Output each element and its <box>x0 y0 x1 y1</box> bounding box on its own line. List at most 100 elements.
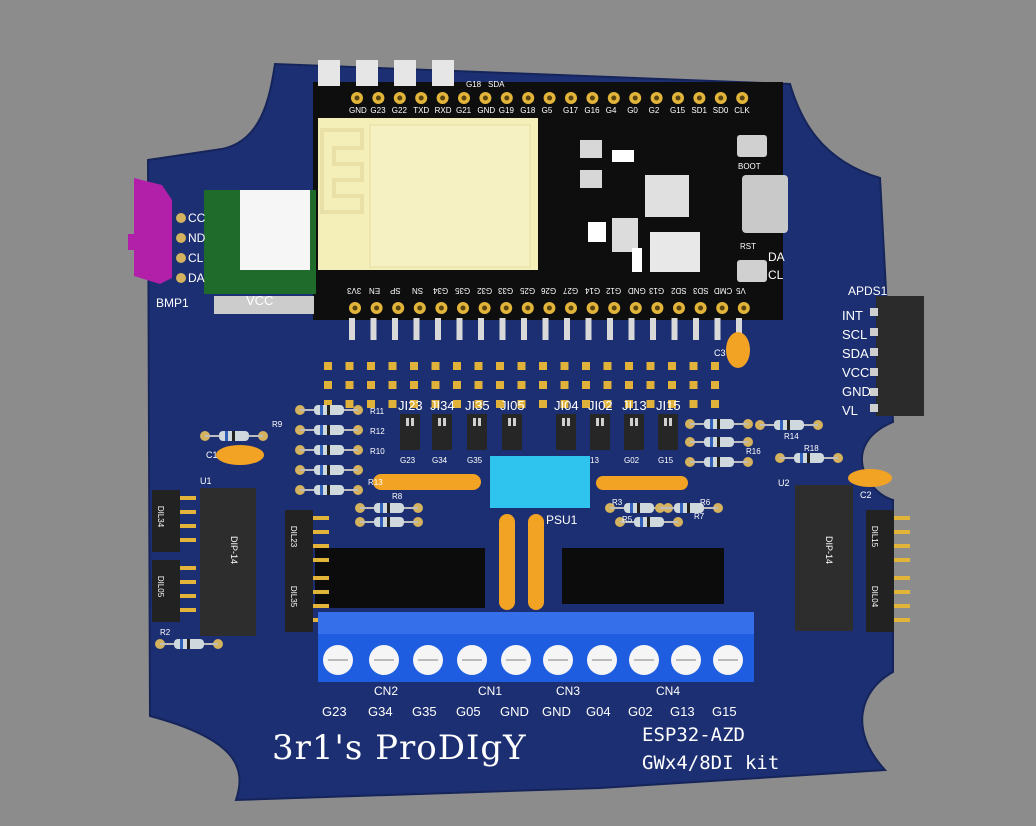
cap-c2-label: C2 <box>860 490 872 500</box>
esp32-bottom-pin-label: G26 <box>541 286 557 295</box>
jumper-pin <box>438 418 441 426</box>
jumper-cap <box>624 414 644 450</box>
esp32-top-pin-label: G2 <box>648 106 660 115</box>
header-pad <box>560 400 569 408</box>
header-pad <box>517 362 526 370</box>
header-pad <box>711 362 719 370</box>
terminal-label: G05 <box>456 704 481 719</box>
jumper-pin <box>513 418 516 426</box>
resistor-label: R16 <box>746 447 761 456</box>
resistor-label: R18 <box>804 444 819 453</box>
ic-u2-label: U2 <box>778 478 790 488</box>
esp32-bottom-pin-label: SP <box>390 286 401 295</box>
resistor-band <box>320 465 323 475</box>
esp32-top-pin-label: G16 <box>584 106 600 115</box>
terminal-label: G13 <box>670 704 695 719</box>
resistor-label: R2 <box>160 628 171 637</box>
dil-switch-body <box>152 560 180 622</box>
ic-u2-body <box>795 485 853 631</box>
esp32-top-pin-label: RXD <box>434 106 452 115</box>
jumper-cap <box>658 414 678 450</box>
header-pad <box>625 400 633 408</box>
jumper-sub-label: 13 <box>590 456 599 465</box>
psu-label: PSU1 <box>546 513 578 527</box>
esp32-top-pin-label: G19 <box>498 106 514 115</box>
resistor-band <box>710 419 713 429</box>
header-pad <box>689 362 698 370</box>
resistor-band <box>710 457 713 467</box>
ic-u1-dip-label: DIP-14 <box>229 535 240 565</box>
header-pad <box>625 381 633 389</box>
esp32-devkit <box>313 82 788 320</box>
esp32-top-pad-hole <box>461 95 467 101</box>
resistor-band <box>637 503 640 513</box>
bmp-pin-cl: CL <box>188 251 204 265</box>
esp32-bottom-pad-hole <box>417 305 423 311</box>
jumper-sub-label: G34 <box>432 456 448 465</box>
header-pin <box>693 318 699 340</box>
header-pad <box>474 400 483 408</box>
dil-pin <box>313 558 329 562</box>
resistor-band <box>320 485 323 495</box>
kit-line-2: GWx4/8DI kit <box>642 752 780 774</box>
jumper-pin <box>478 418 481 426</box>
esp32-top-pad-hole <box>654 95 660 101</box>
esp32-top-pad-hole <box>589 95 595 101</box>
header-pin <box>478 318 484 340</box>
esp32-top-pad-hole <box>525 95 531 101</box>
resistor-band <box>717 437 720 447</box>
header-pad <box>367 381 375 389</box>
resistor-band <box>800 453 803 463</box>
header-pad <box>410 362 418 370</box>
dil-switch-body <box>285 570 313 632</box>
capacitor-large-2 <box>596 476 688 490</box>
resistor-label: R7 <box>694 512 705 521</box>
header-pin <box>521 318 527 340</box>
dil-pin <box>894 544 910 548</box>
header-pad <box>388 362 397 370</box>
resistor-band <box>717 457 720 467</box>
esp32-bottom-pad-hole <box>590 305 596 311</box>
dil-label: DIL35 <box>289 585 299 608</box>
header-pin <box>671 318 678 340</box>
resistor-band <box>640 517 643 527</box>
resistor-band <box>327 465 330 475</box>
resistor-band <box>232 431 235 441</box>
jumper-cap <box>400 414 420 450</box>
jumper-label: JI02 <box>588 398 613 413</box>
dil-pin <box>894 618 910 622</box>
ic-u1-body <box>200 488 256 636</box>
brand-text: 3r1's ProDIgY <box>272 728 527 768</box>
terminal-label: GND <box>542 704 571 719</box>
jumper-cap <box>467 414 487 450</box>
terminal-label: G02 <box>628 704 653 719</box>
bmp-label: BMP1 <box>156 296 189 310</box>
esp32-bottom-pad-hole <box>525 305 531 311</box>
jumper-pin <box>630 418 633 426</box>
esp32-top-pad-hole <box>354 95 360 101</box>
esp32-top-pad-hole <box>696 95 702 101</box>
resistor-label: R13 <box>368 478 383 487</box>
jumper-pin <box>406 418 409 426</box>
resistor-band <box>387 517 390 527</box>
esp32-bottom-pin-label: G14 <box>584 286 600 295</box>
esp32-top-pad-hole <box>397 95 403 101</box>
psu-module <box>490 456 590 508</box>
esp32-top-pin-label: G21 <box>456 106 472 115</box>
apds-pin-label: VL <box>842 403 858 418</box>
resistor-label: R9 <box>272 420 283 429</box>
bmp-pin-cc: CC <box>188 211 206 225</box>
capacitor-c2 <box>848 469 892 487</box>
header-pad <box>410 400 418 408</box>
header-pad <box>345 362 354 370</box>
dil-pin <box>894 516 910 520</box>
esp32-bottom-pin-label: CMD <box>714 286 733 295</box>
esp32-top-pin-label: GND <box>477 106 496 115</box>
esp32-top-pad-hole <box>375 95 381 101</box>
capacitor-c1 <box>216 445 264 465</box>
jumper-sub-label: G23 <box>400 456 416 465</box>
dil-switch-body <box>285 510 313 572</box>
esp32-bottom-pin-label: G27 <box>563 286 579 295</box>
esp32-top-pin-label: GND <box>349 106 367 115</box>
esp32-top-pad-hole <box>675 95 681 101</box>
